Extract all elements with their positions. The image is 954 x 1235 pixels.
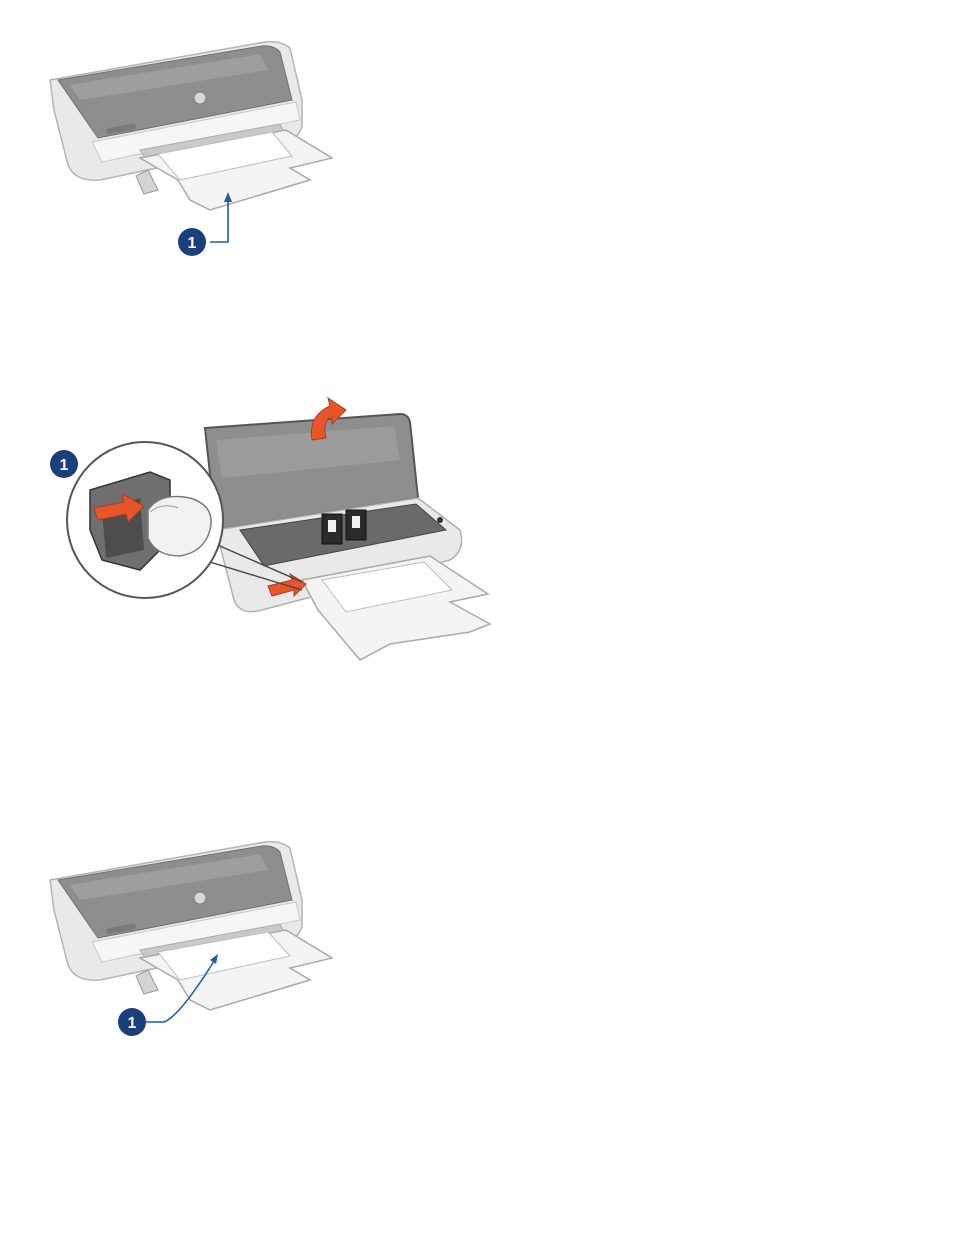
cartridge-label-2 <box>352 516 360 528</box>
callout-1-number: 1 <box>188 235 197 252</box>
paper-guide <box>136 970 158 994</box>
paper-guide <box>136 170 158 194</box>
callout-1-number: 1 <box>60 457 69 474</box>
printer-figure-3: 1 <box>40 840 360 1050</box>
power-button-icon <box>437 517 443 523</box>
cartridge-label-1 <box>328 520 336 532</box>
printer-figure-2: 1 <box>40 380 510 680</box>
printer-illustration: 1 <box>40 30 360 270</box>
printer-figure-1: 1 <box>40 30 360 270</box>
printer-loaded-illustration: 1 <box>40 840 360 1050</box>
open-printer-illustration: 1 <box>40 380 510 680</box>
hp-logo-icon <box>194 92 206 104</box>
hp-logo-icon <box>194 892 206 904</box>
callout-1-number: 1 <box>128 1015 137 1032</box>
